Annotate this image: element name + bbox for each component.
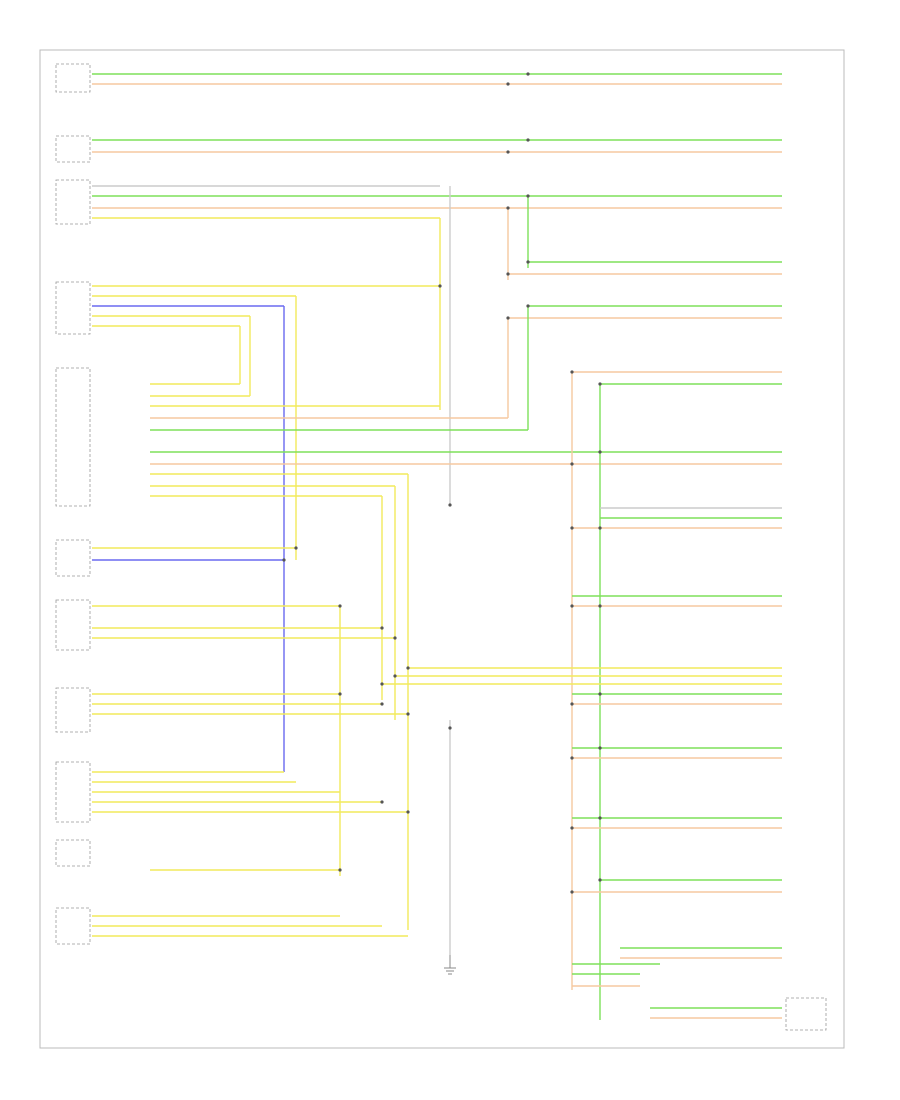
- component-boxes-layer: [55, 63, 827, 1031]
- splice-icon: [506, 316, 510, 320]
- splice-icon: [506, 150, 510, 154]
- splice-icon: [406, 810, 410, 814]
- component-connector-icon: [55, 687, 91, 733]
- component-connector-icon: [55, 599, 91, 651]
- splice-icon: [570, 370, 574, 374]
- component-connector-icon: [55, 135, 91, 163]
- splice-icon: [380, 702, 384, 706]
- splice-icon: [526, 304, 530, 308]
- splice-icon: [598, 382, 602, 386]
- wires-layer: [92, 73, 782, 1020]
- splice-icon: [598, 604, 602, 608]
- splice-icon: [380, 682, 384, 686]
- splice-icon: [406, 666, 410, 670]
- splice-icon: [570, 526, 574, 530]
- splice-icon: [338, 692, 342, 696]
- splice-dots-layer: [282, 72, 602, 894]
- splice-icon: [338, 868, 342, 872]
- splice-icon: [380, 800, 384, 804]
- ground-symbol: [444, 955, 456, 975]
- splice-icon: [598, 878, 602, 882]
- component-connector-icon: [55, 63, 91, 93]
- splice-icon: [380, 626, 384, 630]
- splice-icon: [526, 138, 530, 142]
- splice-icon: [598, 746, 602, 750]
- splice-icon: [438, 284, 442, 288]
- splice-icon: [570, 462, 574, 466]
- component-connector-icon: [55, 907, 91, 945]
- splice-icon: [406, 712, 410, 716]
- splice-icon: [393, 674, 397, 678]
- splice-icon: [282, 558, 286, 562]
- splice-icon: [598, 526, 602, 530]
- component-connector-icon: [55, 761, 91, 823]
- splice-icon: [393, 636, 397, 640]
- splice-icon: [506, 272, 510, 276]
- splice-icon: [448, 726, 452, 730]
- splice-icon: [338, 604, 342, 608]
- splice-icon: [294, 546, 298, 550]
- component-connector-icon: [55, 281, 91, 335]
- splice-icon: [570, 756, 574, 760]
- splice-icon: [526, 260, 530, 264]
- splice-icon: [598, 816, 602, 820]
- splice-icon: [506, 206, 510, 210]
- ground-icon: [444, 955, 456, 975]
- splice-icon: [526, 194, 530, 198]
- splice-icon: [570, 702, 574, 706]
- splice-icon: [570, 826, 574, 830]
- splice-icon: [598, 692, 602, 696]
- splice-icon: [506, 82, 510, 86]
- splice-icon: [448, 503, 452, 507]
- component-connector-icon: [55, 839, 91, 867]
- splice-icon: [598, 450, 602, 454]
- splice-icon: [570, 890, 574, 894]
- component-connector-icon: [785, 997, 827, 1031]
- diagram-frame: [39, 49, 845, 1049]
- component-connector-icon: [55, 367, 91, 507]
- component-connector-icon: [55, 539, 91, 577]
- component-connector-icon: [55, 179, 91, 225]
- splice-icon: [526, 72, 530, 76]
- splice-icon: [570, 604, 574, 608]
